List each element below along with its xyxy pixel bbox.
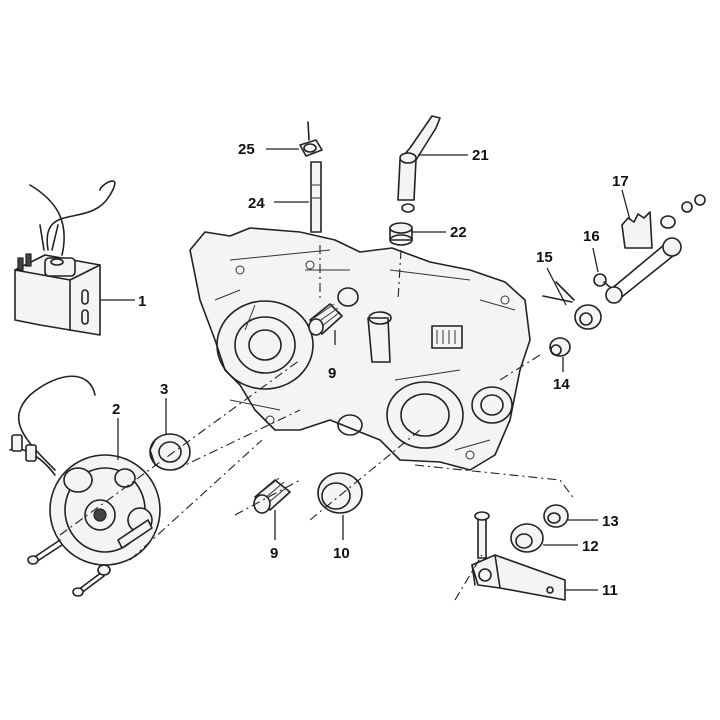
callout-9-lower: 9 xyxy=(270,545,278,562)
callout-13: 13 xyxy=(602,513,619,530)
small-bushing xyxy=(389,222,413,246)
spring xyxy=(542,281,602,330)
bushing-upper xyxy=(308,303,343,336)
callout-22: 22 xyxy=(450,224,467,241)
callout-21: 21 xyxy=(472,147,489,164)
washer xyxy=(543,504,569,528)
bolt xyxy=(593,273,619,295)
callout-1: 1 xyxy=(138,293,146,310)
shaft xyxy=(310,161,322,233)
leader-lines xyxy=(100,148,631,591)
shift-lever xyxy=(397,115,441,213)
callout-labels: 1 2 3 9 9 10 11 12 13 14 15 16 17 21 22 … xyxy=(112,141,629,599)
seal-ring xyxy=(149,433,191,471)
callout-25: 25 xyxy=(238,141,255,158)
spacer xyxy=(549,337,571,357)
crankcase xyxy=(189,227,531,471)
assembly-axes xyxy=(59,245,576,601)
kickstart-gear xyxy=(605,194,706,304)
callout-17: 17 xyxy=(612,173,629,190)
bracket xyxy=(471,511,566,601)
callout-15: 15 xyxy=(536,249,553,266)
callout-9-upper: 9 xyxy=(328,365,336,382)
callout-11: 11 xyxy=(602,582,618,599)
callout-14: 14 xyxy=(553,376,570,393)
callout-3: 3 xyxy=(160,381,168,398)
nut xyxy=(299,121,323,157)
oil-seal xyxy=(317,472,363,514)
callout-10: 10 xyxy=(333,545,350,562)
callout-2: 2 xyxy=(112,401,120,418)
stator-assembly xyxy=(9,375,161,566)
bearing xyxy=(510,523,544,553)
callout-16: 16 xyxy=(583,228,600,245)
callout-12: 12 xyxy=(582,538,599,555)
screw-set xyxy=(27,539,111,597)
ignition-coil xyxy=(14,180,116,336)
callout-24: 24 xyxy=(248,195,265,212)
